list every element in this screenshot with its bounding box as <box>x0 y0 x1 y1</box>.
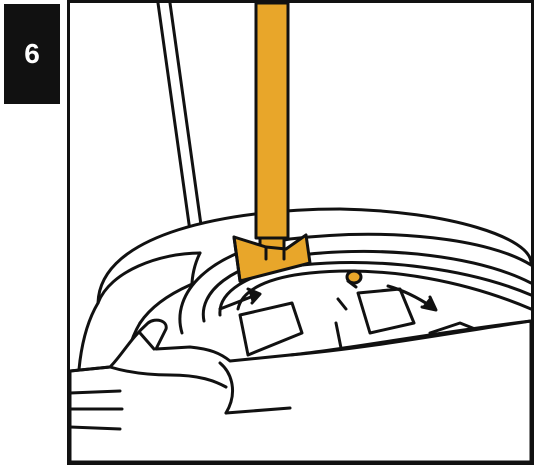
tire-mounting-illustration <box>70 3 531 462</box>
step-number-badge: 6 <box>4 4 60 104</box>
machine-post <box>158 3 201 231</box>
step-number: 6 <box>24 38 40 70</box>
illustration-panel <box>67 0 534 465</box>
hand-and-arm <box>70 320 531 462</box>
mount-demount-bar <box>234 3 310 281</box>
